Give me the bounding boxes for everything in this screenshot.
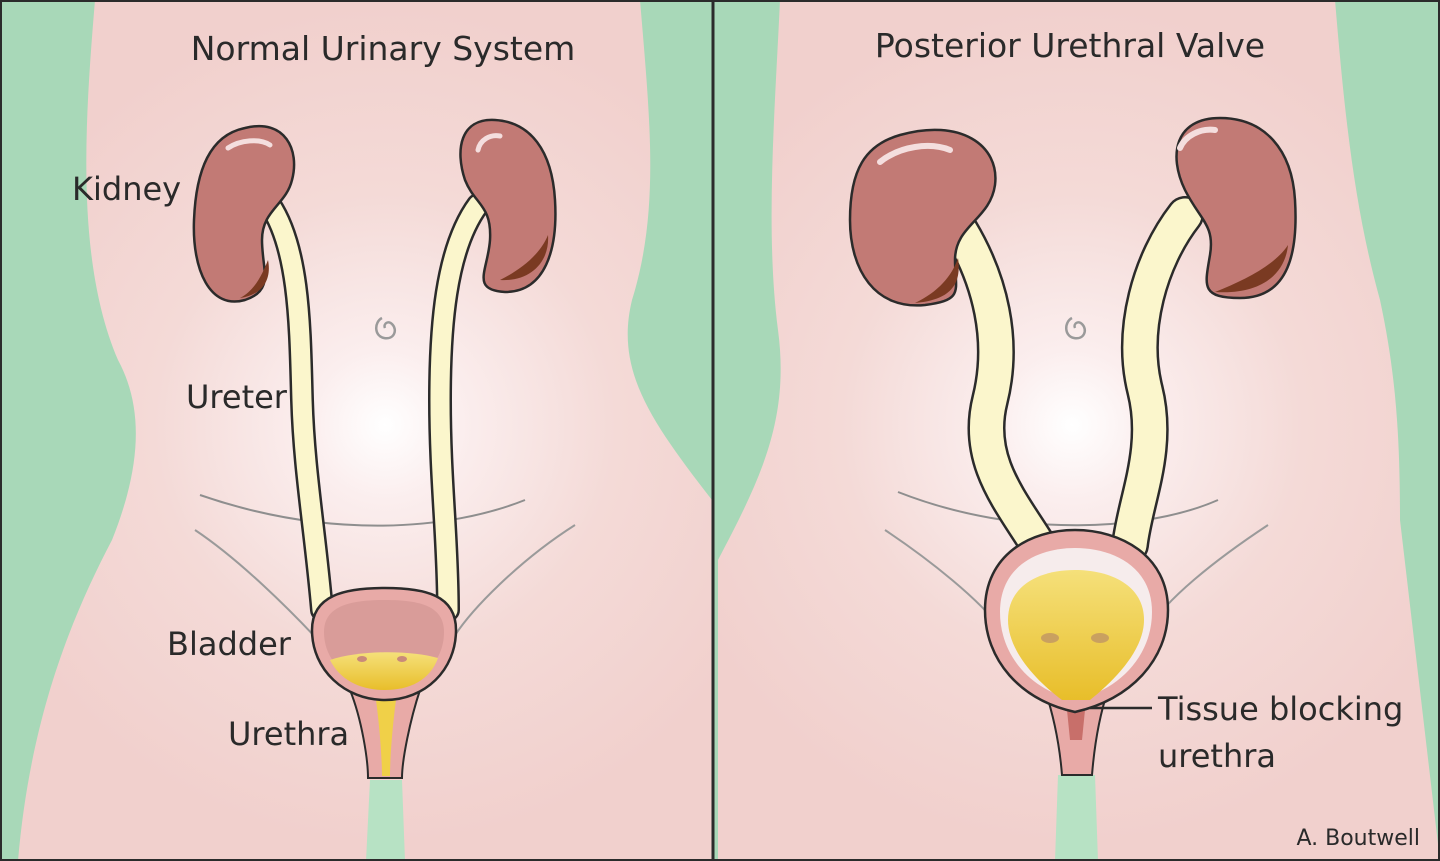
urine-stream-right <box>1055 775 1098 861</box>
artist-credit: A. Boutwell <box>1296 826 1420 851</box>
panel-posterior-urethral-valve: Posterior Urethral Valve Tissue blocking… <box>714 0 1440 861</box>
bladder-left <box>310 586 458 702</box>
label-tissue-blocking-line2: urethra <box>1158 737 1276 775</box>
kidney-left-b <box>459 118 557 294</box>
label-bladder: Bladder <box>167 625 292 663</box>
bladder-right <box>983 528 1170 714</box>
navel-left <box>375 316 396 340</box>
kidney-left-a <box>192 125 296 303</box>
panel-normal: Normal Urinary System Kidney Ureter Blad… <box>0 0 712 861</box>
label-urethra: Urethra <box>228 715 349 753</box>
label-kidney: Kidney <box>72 170 181 208</box>
kidney-right-b <box>1175 116 1297 300</box>
pelvis-line-left <box>199 494 526 527</box>
pelvis-line-right <box>897 491 1219 527</box>
navel-right <box>1065 316 1086 340</box>
kidney-right-a <box>848 128 997 307</box>
panel-title-puv: Posterior Urethral Valve <box>875 26 1265 65</box>
groin-line-left-a <box>194 529 319 641</box>
label-tissue-blocking-line1: Tissue blocking <box>1157 690 1403 728</box>
urine-stream-left <box>366 780 405 861</box>
panel-title-normal: Normal Urinary System <box>191 29 576 68</box>
label-ureter: Ureter <box>186 378 288 416</box>
groin-line-left-b <box>451 524 576 641</box>
